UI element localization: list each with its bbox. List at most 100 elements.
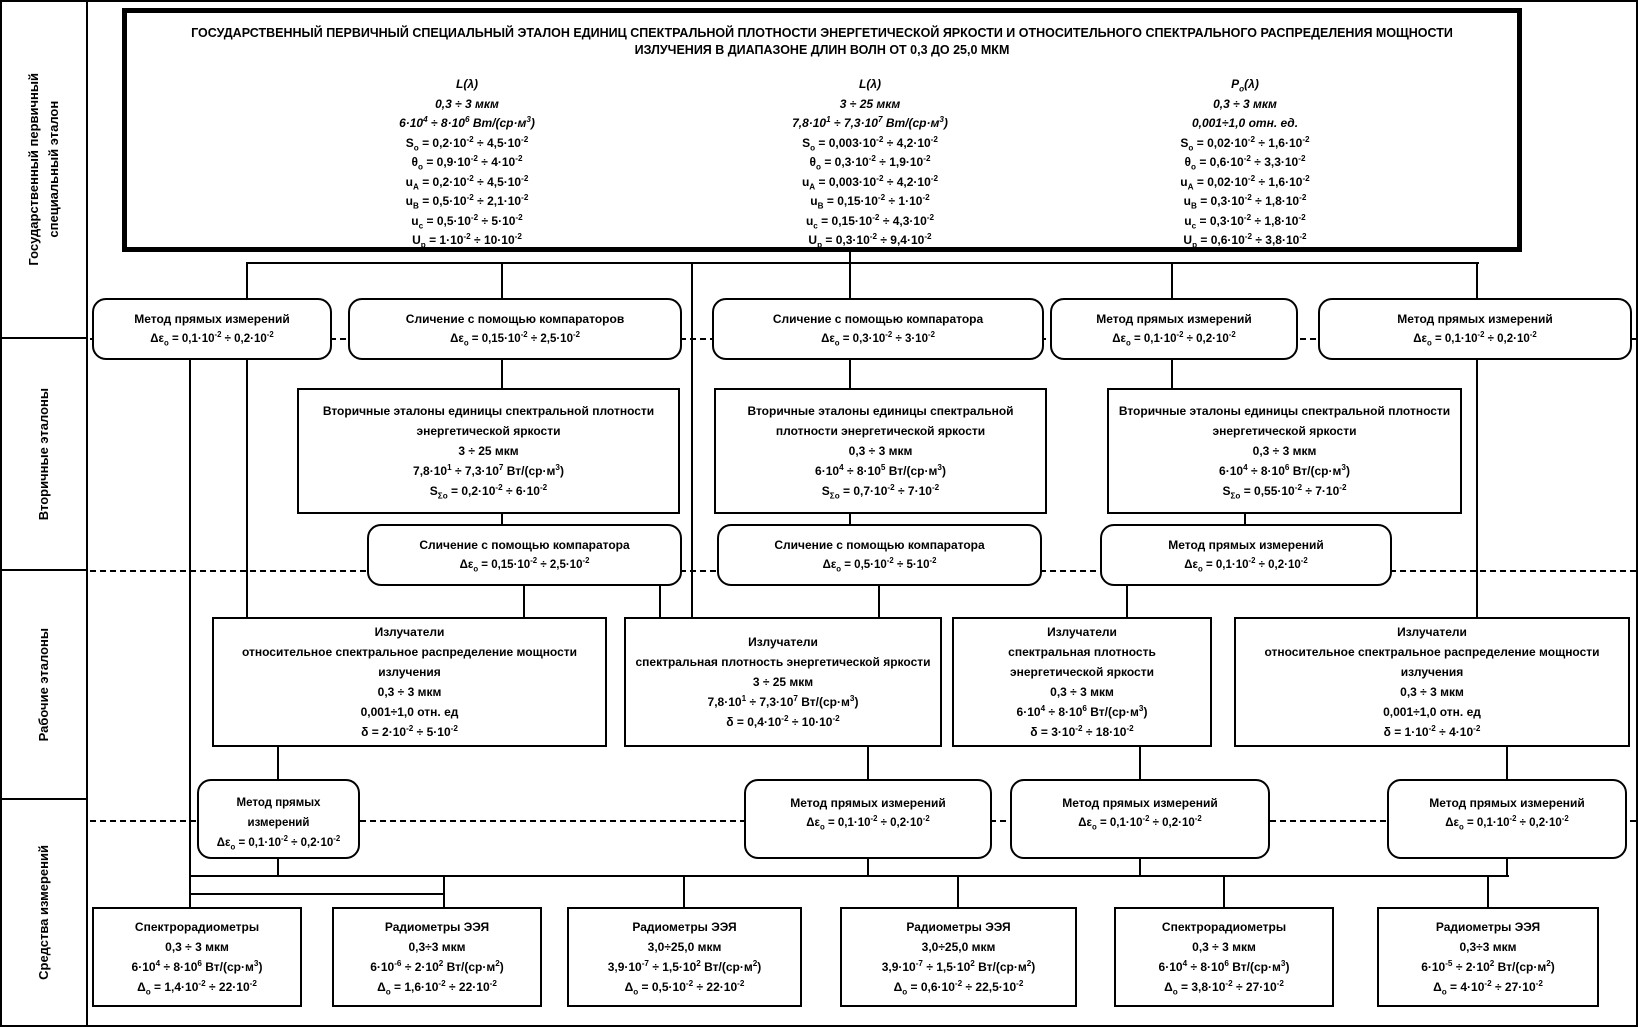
uncertainty-line: Up = 0,6·10-2 ÷ 3,8·10-2 [1183, 232, 1307, 250]
working-standard-box-4: Излучатели относительное спектральное ра… [1234, 617, 1630, 747]
wavelength-range: 3,0÷25,0 мкм [647, 940, 722, 954]
connector [501, 360, 503, 390]
wavelength-range: 3 ÷ 25 мкм [752, 675, 814, 689]
method-title: Метод прямых измерений [790, 796, 946, 810]
uncertainty-line: uA = 0,003·10-2 ÷ 4,2·10-2 [801, 173, 939, 191]
value-range: 3,9·10-7 ÷ 1,5·102 Вт/(ср·м2) [607, 959, 762, 974]
wavelength-range: 0,3 ÷ 3 мкм [1400, 685, 1464, 699]
uncertainty-line: uB = 0,5·10-2 ÷ 2,1·10-2 [405, 193, 529, 211]
connector [1223, 875, 1225, 909]
connector [867, 747, 869, 781]
value-range: 6·10-6 ÷ 2·102 Вт/(ср·м2) [370, 959, 504, 974]
connector [443, 875, 445, 909]
value-range: 6·104 ÷ 8·105 Вт/(ср·м3) [815, 463, 946, 478]
connector [1171, 360, 1173, 390]
wavelength-range: 3 ÷ 25 мкм [839, 96, 901, 111]
uncertainty-line: So = 0,02·10-2 ÷ 1,6·10-2 [1180, 134, 1310, 152]
uncertainty-formula: Δo = 1,6·10-2 ÷ 22·10-2 [377, 979, 497, 997]
instrument-box-1: Спектрорадиометры 0,3 ÷ 3 мкм 6·104 ÷ 8·… [92, 907, 302, 1007]
connector-bypass-right [1476, 360, 1478, 619]
method-title: Сличение с помощью компаратора [419, 538, 630, 552]
method-box-direct-6: Метод прямых измерений Δεo = 0,1·10-2 ÷ … [744, 779, 992, 859]
method-formula: Δεo = 0,5·10-2 ÷ 5·10-2 [822, 556, 937, 574]
uncertainty-line: θo = 0,9·10-2 ÷ 4·10-2 [411, 154, 523, 172]
method-box-comparator-4: Сличение с помощью компаратора Δεo = 0,5… [717, 524, 1042, 586]
quantity-symbol: L(λ) [456, 77, 478, 91]
connector [849, 262, 851, 300]
method-formula: Δεo = 0,1·10-2 ÷ 0,2·10-2 [1413, 330, 1537, 348]
connector [867, 859, 869, 877]
instrument-title: Спектрорадиометры [134, 920, 260, 934]
uncertainty-line: uc = 0,15·10-2 ÷ 4,3·10-2 [805, 212, 935, 230]
method-formula: Δεo = 0,1·10-2 ÷ 0,2·10-2 [1078, 814, 1202, 832]
value-range: 7,8·101 ÷ 7,3·107 Вт/(ср·м3) [413, 463, 564, 478]
instrument-title: Спектрорадиометры [1161, 920, 1287, 934]
connector [1244, 514, 1246, 526]
uncertainty-line: θo = 0,3·10-2 ÷ 1,9·10-2 [809, 154, 931, 172]
method-box-comparator-2: Сличение с помощью компаратора Δεo = 0,3… [712, 298, 1044, 360]
connector [1487, 875, 1489, 909]
method-title: Метод прямых измерений [1429, 796, 1585, 810]
uncertainty-formula: Δo = 4·10-2 ÷ 27·10-2 [1433, 979, 1543, 997]
wavelength-range: 3 ÷ 25 мкм [458, 444, 519, 458]
wavelength-range: 0,3 ÷ 3 мкм [1252, 444, 1317, 458]
method-formula: Δεo = 0,1·10-2 ÷ 0,2·10-2 [1184, 556, 1308, 574]
uncertainty-line: uc = 0,3·10-2 ÷ 1,8·10-2 [1184, 212, 1306, 230]
connector [277, 747, 279, 781]
level-label-line: специальный эталон [46, 101, 61, 238]
uncertainty-formula: δ = 3·10-2 ÷ 18·10-2 [1030, 724, 1134, 739]
method-title: Сличение с помощью компараторов [405, 312, 625, 326]
value-range: 7,8·101 ÷ 7,3·107 Вт/(ср·м3) [707, 694, 859, 709]
wavelength-range: 0,3 ÷ 3 мкм [377, 685, 442, 699]
connector [189, 875, 191, 909]
connector [246, 262, 248, 300]
connector [1171, 262, 1173, 300]
standard-title: Излучатели [1397, 625, 1467, 639]
value-range: 6·10-5 ÷ 2·102 Вт/(ср·м2) [1421, 959, 1555, 974]
level-label-instruments: Средства измерений [35, 845, 51, 980]
working-standard-box-3: Излучатели спектральная плотность энерге… [952, 617, 1212, 747]
instrument-title: Радиометры ЭЭЯ [1435, 920, 1541, 934]
wavelength-range: 0,3 ÷ 3 мкм [435, 96, 499, 111]
uncertainty-formula: Δo = 3,8·10-2 ÷ 27·10-2 [1164, 979, 1284, 997]
standard-title: Вторичные эталоны единицы спектральной п… [747, 404, 1014, 438]
sidebar-section-primary: Государственный первичный специальный эт… [2, 2, 86, 339]
connector-bus-bottom-2 [189, 893, 444, 895]
method-title: Метод прямых измерений [1168, 538, 1324, 552]
working-standard-box-1: Излучатели относительное спектральное ра… [212, 617, 607, 747]
connector [1139, 747, 1141, 781]
instrument-title: Радиометры ЭЭЯ [632, 920, 737, 934]
standard-subtitle: спектральная плотность энергетической яр… [635, 655, 931, 669]
primary-column-3: Po(λ) 0,3 ÷ 3 мкм 0,001÷1,0 отн. ед. So … [1055, 75, 1435, 251]
method-title: Метод прямых измерений [1397, 312, 1553, 326]
method-formula: Δεo = 0,1·10-2 ÷ 0,2·10-2 [216, 834, 341, 852]
connector [1126, 586, 1128, 619]
method-box-direct-3: Метод прямых измерений Δεo = 0,1·10-2 ÷ … [1318, 298, 1632, 360]
method-box-direct-1: Метод прямых измерений Δεo = 0,1·10-2 ÷ … [92, 298, 332, 360]
secondary-standard-box-2: Вторичные эталоны единицы спектральной п… [714, 388, 1047, 514]
wavelength-range: 0,3÷3 мкм [1459, 940, 1517, 954]
method-box-direct-7: Метод прямых измерений Δεo = 0,1·10-2 ÷ … [1010, 779, 1270, 859]
value-range: 0,001÷1,0 отн. ед [360, 705, 459, 719]
connector [683, 875, 685, 909]
uncertainty-formula: Δo = 0,6·10-2 ÷ 22,5·10-2 [893, 979, 1024, 997]
wavelength-range: 0,3 ÷ 3 мкм [165, 940, 229, 954]
method-title: Метод прямых измерений [134, 312, 290, 326]
wavelength-range: 0,3 ÷ 3 мкм [848, 444, 913, 458]
instrument-box-5: Спектрорадиометры 0,3 ÷ 3 мкм 6·104 ÷ 8·… [1114, 907, 1334, 1007]
sidebar-section-working: Рабочие эталоны [2, 571, 86, 800]
uncertainty-formula: SΣo = 0,7·10-2 ÷ 7·10-2 [821, 483, 940, 501]
uncertainty-line: uA = 0,02·10-2 ÷ 1,6·10-2 [1180, 173, 1310, 191]
connector [501, 262, 503, 300]
method-title: Метод прямых измерений [236, 797, 321, 829]
connector-bypass-mid [691, 262, 693, 619]
primary-column-1: L(λ) 0,3 ÷ 3 мкм 6·104 ÷ 8·106 Вт/(ср·м3… [277, 75, 657, 251]
connector [523, 586, 525, 619]
connector [1476, 262, 1478, 300]
instrument-box-4: Радиометры ЭЭЯ 3,0÷25,0 мкм 3,9·10-7 ÷ 1… [840, 907, 1077, 1007]
level-label-secondary: Вторичные эталоны [35, 387, 51, 521]
uncertainty-line: Up = 0,3·10-2 ÷ 9,4·10-2 [808, 232, 932, 250]
method-box-direct-4: Метод прямых измерений Δεo = 0,1·10-2 ÷ … [1100, 524, 1392, 586]
uncertainty-formula: SΣo = 0,2·10-2 ÷ 6·10-2 [429, 483, 548, 501]
connector [957, 875, 959, 909]
